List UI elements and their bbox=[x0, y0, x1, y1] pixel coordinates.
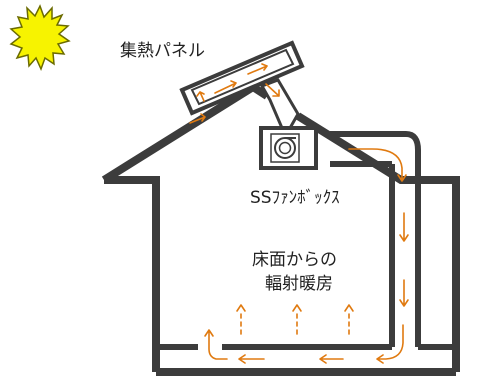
panel-arrow-3 bbox=[214, 80, 237, 94]
panel-arrow-4 bbox=[247, 63, 268, 75]
duct-arrow-2 bbox=[399, 279, 409, 307]
radiant-arrow-1-head bbox=[236, 304, 246, 312]
duct-top-arrow bbox=[348, 148, 407, 182]
airflow-arrows bbox=[189, 63, 409, 364]
floor-arrow-3 bbox=[204, 329, 228, 360]
floor-heating-label-line2: 輻射暖房 bbox=[265, 274, 333, 294]
panel-arrow-2 bbox=[196, 91, 205, 102]
solar-panel-label: 集熱パネル bbox=[120, 41, 205, 61]
floor-heating-label-line1: 床面からの bbox=[252, 250, 337, 270]
fan-icon bbox=[274, 137, 296, 159]
sun-icon bbox=[9, 4, 71, 71]
solar-panel bbox=[179, 40, 305, 130]
floor-arrow-2 bbox=[238, 354, 265, 364]
floor-arrow-1 bbox=[319, 354, 344, 364]
duct-arrow-1 bbox=[399, 212, 409, 242]
fan-box-label: SSﾌｧﾝﾎﾞｯｸｽ bbox=[250, 188, 340, 208]
house-outline bbox=[101, 82, 460, 376]
radiant-arrow-3-head bbox=[344, 304, 354, 312]
duct-arrow-3 bbox=[376, 324, 404, 364]
panel-arrow-1 bbox=[189, 113, 206, 124]
fan-box bbox=[259, 126, 318, 170]
panel-arrow-5 bbox=[265, 83, 280, 97]
radiant-arrow-2-head bbox=[292, 304, 302, 312]
